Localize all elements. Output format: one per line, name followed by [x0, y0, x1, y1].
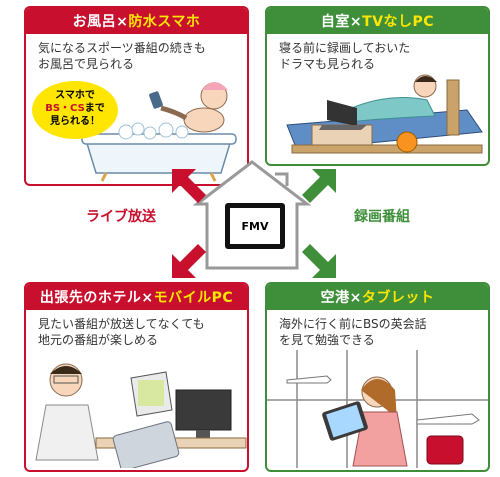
fmv-monitor: FMV — [225, 203, 285, 249]
panel-home-description: 寝る前に録画しておいた ドラマも見られる — [279, 41, 411, 71]
panel-bath: お風呂×防水スマホ 気になるスポーツ番組の続きも お風呂で見られる スマホで B… — [24, 6, 249, 186]
bubble-line-1: スマホで — [55, 90, 95, 101]
fmv-label: FMV — [230, 208, 280, 244]
hotel-illustration — [35, 363, 247, 468]
panel-airport-title-accent: タブレット — [361, 290, 435, 306]
panel-bath-header: お風呂×防水スマホ — [26, 8, 247, 34]
arrow-up-left — [172, 169, 206, 203]
bubble-line-3: 見られる！ — [50, 116, 100, 127]
panel-hotel-title: 出張先のホテル× — [39, 290, 154, 306]
bath-speech-bubble: スマホで BS・CSまで 見られる！ — [32, 81, 118, 139]
panel-airport-title: 空港× — [320, 290, 362, 306]
panel-bath-title: お風呂× — [72, 14, 129, 30]
panel-hotel-description: 見たい番組が放送してなくても 地元の番組が楽しめる — [38, 317, 205, 347]
panel-hotel-title-accent: モバイルPC — [153, 290, 234, 306]
panel-bath-description: 気になるスポーツ番組の続きも お風呂で見られる — [38, 41, 206, 71]
panel-home-header: 自室×TVなしPC — [267, 8, 488, 34]
recorded-program-label: 録画番組 — [354, 209, 410, 225]
panel-home-title: 自室× — [320, 14, 363, 30]
panel-airport-header: 空港×タブレット — [267, 284, 488, 310]
panel-airport: 空港×タブレット 海外に行く前にBSの英会話 を見て勉強できる — [265, 282, 490, 472]
arrow-down-right — [302, 244, 336, 278]
panel-home: 自室×TVなしPC 寝る前に録画しておいた ドラマも見られる — [265, 6, 490, 166]
panel-home-title-accent: TVなしPC — [362, 14, 435, 30]
panel-bath-title-accent: 防水スマホ — [128, 14, 201, 30]
bed-illustration — [286, 74, 483, 154]
bath-illustration — [81, 82, 237, 182]
panel-hotel-header: 出張先のホテル×モバイルPC — [26, 284, 247, 310]
bubble-line-2: まで — [84, 103, 105, 114]
panel-airport-description: 海外に行く前にBSの英会話 を見て勉強できる — [279, 317, 427, 347]
bubble-line-2-accent: BS・CS — [45, 103, 85, 114]
airport-illustration — [267, 350, 488, 468]
arrow-down-left — [172, 244, 206, 278]
panel-hotel: 出張先のホテル×モバイルPC 見たい番組が放送してなくても 地元の番組が楽しめる — [24, 282, 249, 472]
arrow-up-right — [302, 169, 336, 203]
live-broadcast-label: ライブ放送 — [86, 209, 156, 225]
